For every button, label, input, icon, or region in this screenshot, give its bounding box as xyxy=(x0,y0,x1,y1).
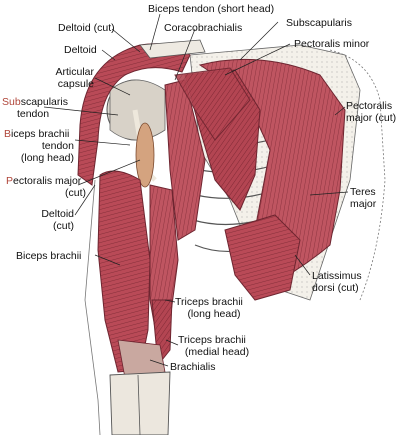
label-triceps-medial-head-line2: (medial head) xyxy=(184,346,250,358)
label-latissimus-dorsi: Latissimus dorsi (cut) xyxy=(312,270,362,294)
label-deltoid-cut-left-line1: Deltoid xyxy=(41,208,74,220)
label-pectoralis-minor: Pectoralis minor xyxy=(294,38,370,50)
pectoralis-minor-muscle xyxy=(174,67,251,141)
label-pectoralis-major-cut-right: Pectoralis major (cut) xyxy=(346,100,396,124)
label-subscapularis-tendon: Subscapularis tendon xyxy=(2,96,68,120)
skin-outline-left xyxy=(84,179,101,436)
label-biceps-tendon-long-head: Biceps brachii tendon (long head) xyxy=(4,128,74,164)
biceps-brachii-muscle xyxy=(97,170,151,373)
label-pectoralis-major-cut-left-line2: (cut) xyxy=(65,187,86,199)
label-deltoid: Deltoid xyxy=(64,44,97,56)
label-articular-capsule-line1: Articular xyxy=(55,66,94,78)
label-articular-capsule: Articular capsule xyxy=(38,66,94,90)
label-triceps-medial-head-line1: Triceps brachii xyxy=(178,334,246,346)
label-subscapularis-tendon-rest: scapularis xyxy=(20,96,68,108)
leader-lines xyxy=(43,13,349,367)
label-triceps-long-head-line2: (long head) xyxy=(187,308,241,320)
label-pectoralis-major-cut-left-line1: Pectoralis major xyxy=(6,175,86,187)
label-subscapularis-tendon-line1: Subscapularis xyxy=(2,96,68,108)
label-deltoid-cut-left-line2: (cut) xyxy=(53,220,74,232)
label-subscapularis-tendon-hl: Sub xyxy=(2,96,21,108)
label-teres-major-line2: major xyxy=(350,198,377,210)
label-triceps-long-head: Triceps brachii (long head) xyxy=(175,296,253,320)
label-biceps-tendon-long-line3: (long head) xyxy=(20,152,74,164)
label-teres-major: Teres major xyxy=(350,186,376,210)
label-biceps-tendon-long-line2: tendon xyxy=(41,140,74,152)
label-triceps-long-head-line1: Triceps brachii xyxy=(175,296,243,308)
label-pectoralis-major-cut-left-rest: ectoralis major xyxy=(13,175,82,187)
label-triceps-medial-head: Triceps brachii (medial head) xyxy=(178,334,256,358)
latissimus-dorsi-muscle xyxy=(224,214,301,301)
label-deltoid-cut-top: Deltoid (cut) xyxy=(58,22,115,34)
label-biceps-tendon-long-line1: Biceps brachii xyxy=(4,128,74,140)
label-teres-major-line1: Teres xyxy=(350,186,376,198)
label-latissimus-dorsi-line1: Latissimus xyxy=(312,270,362,282)
label-latissimus-dorsi-line2: dorsi (cut) xyxy=(312,282,359,294)
label-pectoralis-major-cut-left: Pectoralis major (cut) xyxy=(6,175,86,199)
label-deltoid-cut-left: Deltoid (cut) xyxy=(30,208,74,232)
label-pectoralis-major-cut-right-line1: Pectoralis xyxy=(346,100,393,112)
label-brachialis: Brachialis xyxy=(170,361,216,373)
label-subscapularis: Subscapularis xyxy=(286,17,352,29)
pectoralis-major-cut-insertion xyxy=(135,122,155,188)
label-pectoralis-major-cut-left-hl: P xyxy=(6,175,14,187)
label-biceps-brachii: Biceps brachii xyxy=(16,250,82,262)
label-biceps-tendon-long-hl: B xyxy=(4,128,12,140)
label-subscapularis-tendon-line2: tendon xyxy=(16,108,50,120)
label-biceps-tendon-long-rest: iceps brachii xyxy=(11,128,70,140)
label-pectoralis-major-cut-right-line2: major (cut) xyxy=(346,112,397,124)
label-coracobrachialis: Coracobrachialis xyxy=(164,22,243,34)
deltoid-muscle xyxy=(77,43,191,186)
label-biceps-tendon-short-head: Biceps tendon (short head) xyxy=(148,3,275,15)
label-articular-capsule-line2: capsule xyxy=(57,78,94,90)
